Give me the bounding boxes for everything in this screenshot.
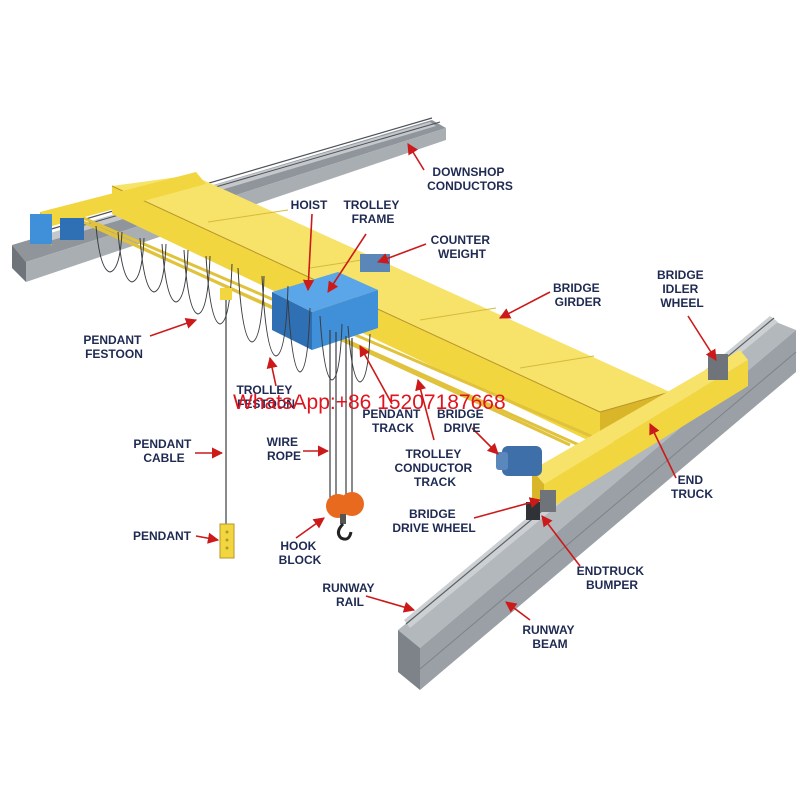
label-pendant: PENDANT	[133, 529, 192, 543]
svg-text:TROLLEY CONDUCTOR: TROLLEY CONDUCTOR TRACK	[394, 447, 475, 489]
label-counter-weight-l2: WEIGHT	[438, 247, 487, 261]
hook-block-assembly	[326, 330, 364, 541]
label-bridge-drive-l2: DRIVE	[444, 421, 481, 435]
label-wire-rope-l1: WIRE	[267, 435, 298, 449]
label-bridge-drive-wheel-l2: DRIVE WHEEL	[392, 521, 475, 535]
svg-text:BRIDGE GIRDER: BRIDGE GIRDER	[553, 281, 603, 309]
label-trolley-conductor-track-l3: TRACK	[414, 475, 456, 489]
svg-text:DOWNSHOP CONDUCTORS: DOWNSHOP CONDUCTORS	[427, 165, 513, 193]
label-downshop-conductors-l2: CONDUCTORS	[427, 179, 513, 193]
leader-arrows	[149, 143, 717, 621]
svg-text:TROLLEY FRAME: TROLLEY FRAME	[343, 198, 402, 226]
svg-text:PENDANT FESTOON: PENDANT FESTOON	[83, 333, 144, 361]
label-bridge-drive-l1: BRIDGE	[437, 407, 484, 421]
svg-text:BRIDGE DRIVE: BRIDGE DRIVE	[437, 407, 487, 435]
label-runway-rail-l1: RUNWAY	[322, 581, 374, 595]
label-endtruck-bumper-l1: ENDTRUCK	[577, 564, 645, 578]
svg-text:WIRE ROPE: WIRE ROPE	[267, 435, 302, 463]
label-trolley-frame-l1: TROLLEY	[343, 198, 399, 212]
label-pendant-festoon-l1: PENDANT	[83, 333, 142, 347]
label-pendant-cable-l1: PENDANT	[133, 437, 192, 451]
svg-text:PENDANT TRACK: PENDANT TRACK	[362, 407, 423, 435]
svg-text:END TRUCK: END TRUCK	[671, 473, 713, 501]
label-wire-rope-l2: ROPE	[267, 449, 301, 463]
svg-text:BRIDGE IDLER WHEEL: BRIDGE IDLER WHEEL	[657, 268, 707, 310]
svg-text:COUNTER WEIGHT: COUNTER WEIGHT	[431, 233, 494, 261]
label-counter-weight-l1: COUNTER	[431, 233, 491, 247]
label-downshop-conductors-l1: DOWNSHOP	[432, 165, 504, 179]
label-hoist: HOIST	[291, 198, 328, 212]
counter-weight	[360, 254, 390, 272]
label-hook-block-l1: HOOK	[280, 539, 316, 553]
hoist-trolley	[272, 254, 390, 350]
label-end-truck-l1: END	[678, 473, 704, 487]
label-hook-block-l2: BLOCK	[279, 553, 322, 567]
label-pendant-track-l2: TRACK	[372, 421, 414, 435]
svg-text:HOOK BLOCK: HOOK BLOCK	[279, 539, 322, 567]
label-runway-rail-l2: RAIL	[336, 595, 364, 609]
label-endtruck-bumper-l2: BUMPER	[586, 578, 638, 592]
svg-text:RUNWAY BEAM: RUNWAY BEAM	[522, 623, 577, 651]
label-end-truck-l2: TRUCK	[671, 487, 713, 501]
svg-text:ENDTRUCK BUMPER: ENDTRUCK BUMPER	[577, 564, 648, 592]
label-trolley-festoon-l2: FESTOON	[237, 397, 295, 411]
label-trolley-conductor-track-l1: TROLLEY	[405, 447, 461, 461]
label-trolley-festoon-l1: TROLLEY	[236, 383, 292, 397]
festoon-cables	[95, 225, 371, 383]
endtruck-bumper	[526, 502, 540, 520]
label-trolley-frame-l2: FRAME	[352, 212, 395, 226]
label-pendant-track-l1: PENDANT	[362, 407, 421, 421]
label-pendant-festoon-l2: FESTOON	[85, 347, 143, 361]
svg-text:BRIDGE DRIVE WHEEL: BRIDGE DRIVE WHEEL	[392, 507, 475, 535]
label-bridge-idler-wheel-l3: WHEEL	[660, 296, 703, 310]
label-bridge-drive-wheel-l1: BRIDGE	[409, 507, 456, 521]
bridge-drive-wheel	[540, 490, 556, 512]
far-end-truck	[30, 172, 206, 246]
bridge-drive-motor	[496, 446, 542, 476]
svg-text:TROLLEY FESTOON: TROLLEY FESTOON	[236, 383, 295, 411]
label-pendant-cable-l2: CABLE	[143, 451, 184, 465]
label-runway-beam-l1: RUNWAY	[522, 623, 574, 637]
label-bridge-idler-wheel-l1: BRIDGE	[657, 268, 704, 282]
label-bridge-girder-l1: BRIDGE	[553, 281, 600, 295]
callout-labels: DOWNSHOP CONDUCTORS HOIST TROLLEY FRAME …	[83, 165, 713, 651]
label-bridge-girder-l2: GIRDER	[555, 295, 602, 309]
label-trolley-conductor-track-l2: CONDUCTOR	[394, 461, 472, 475]
watermark-text: WhatsApp:+86 15207187668	[233, 391, 506, 414]
label-bridge-idler-wheel-l2: IDLER	[662, 282, 698, 296]
svg-text:PENDANT CABLE: PENDANT CABLE	[133, 437, 194, 465]
bridge-idler-wheel	[708, 354, 728, 380]
label-runway-beam-l2: BEAM	[532, 637, 567, 651]
pendant-assembly	[219, 288, 235, 559]
svg-text:RUNWAY RAIL: RUNWAY RAIL	[322, 581, 377, 609]
